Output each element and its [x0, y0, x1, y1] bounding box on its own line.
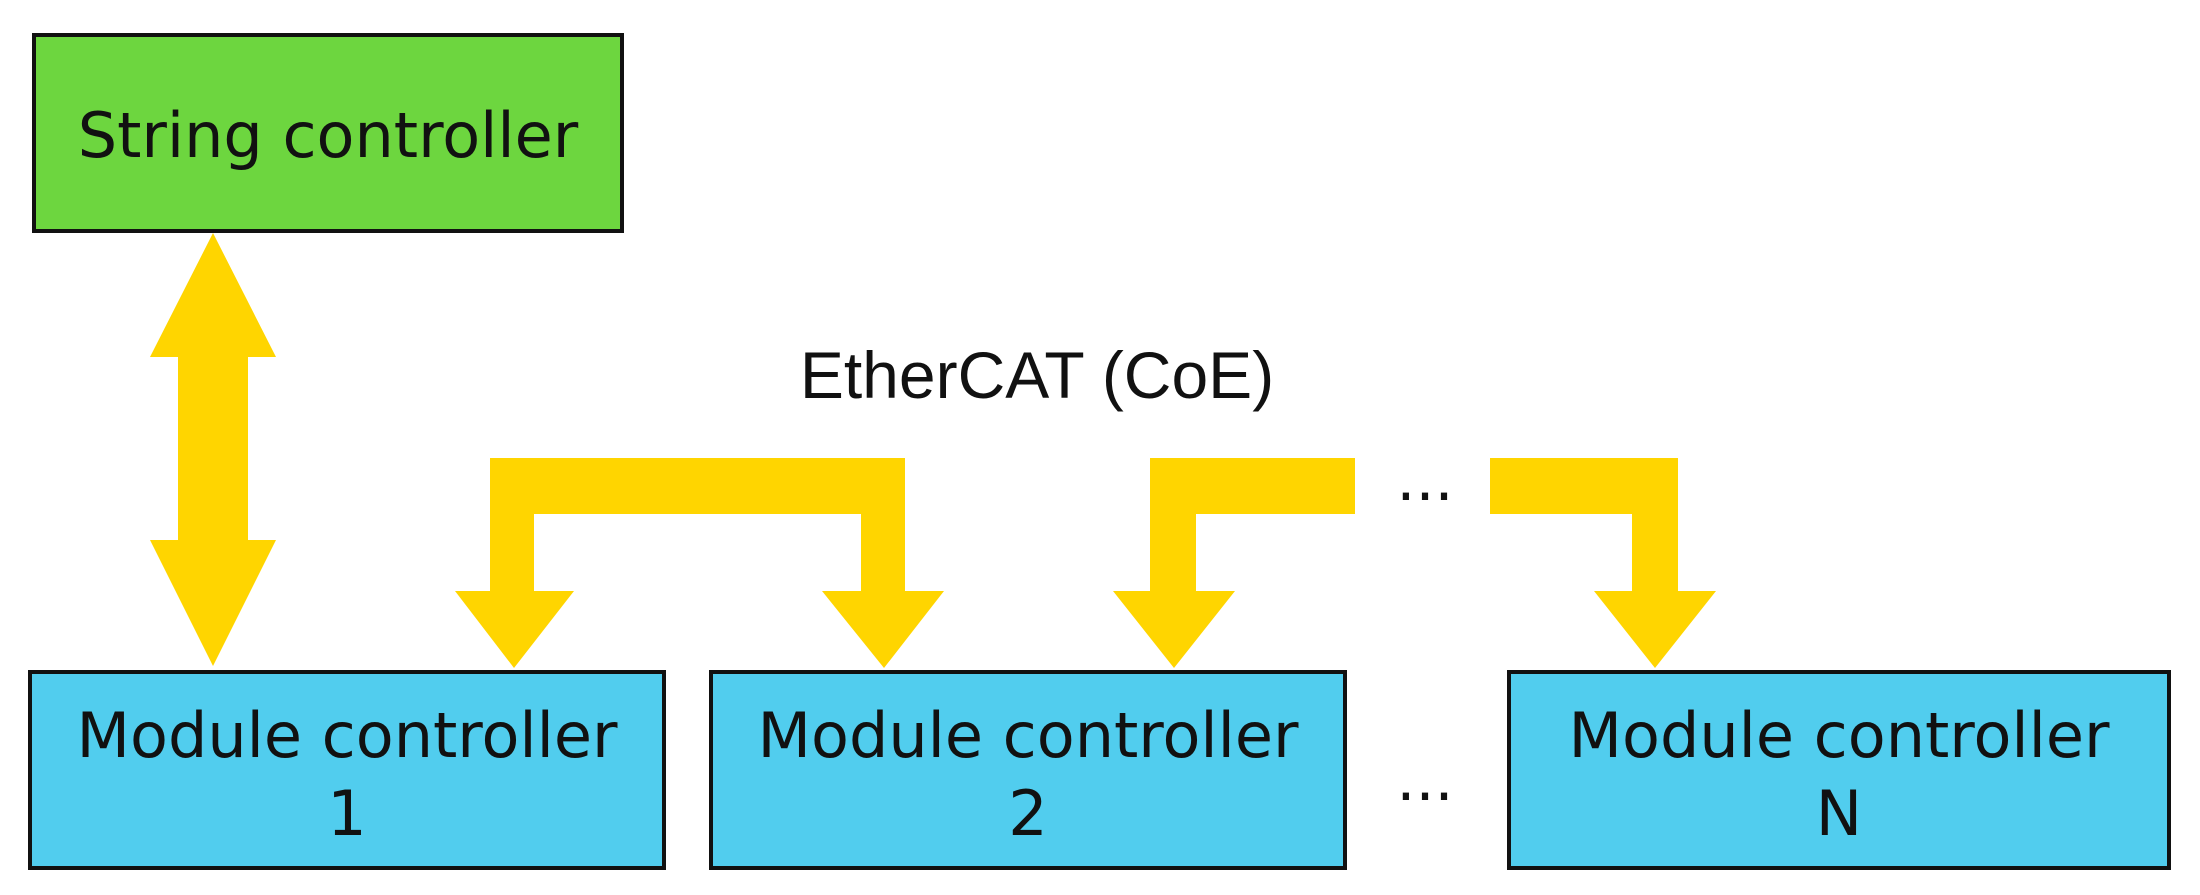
- module-controller-n-node: Module controller N: [1507, 670, 2171, 870]
- string-module-double-arrow: [150, 233, 276, 666]
- string-controller-label: String controller: [78, 99, 579, 172]
- bracket-3-down: [1632, 458, 1678, 598]
- module-controller-1-label: Module controller: [77, 699, 618, 772]
- bracket-2-down: [1150, 458, 1196, 598]
- module-controller-2-node: Module controller 2: [709, 670, 1347, 870]
- string-controller-box: [32, 33, 624, 233]
- bracket-1-left: [490, 458, 534, 598]
- module-controller-n-number: N: [1816, 777, 1862, 850]
- module-controller-1-number: 1: [327, 777, 366, 850]
- bracket-1-top: [490, 458, 905, 514]
- ellipsis-top: ...: [1396, 445, 1453, 515]
- bracket-1-right-head: [822, 591, 944, 668]
- module-controller-1-box: [28, 670, 666, 870]
- bracket-2-head: [1113, 591, 1235, 668]
- bracket-1-left-head: [455, 591, 574, 668]
- bracket-1-right: [861, 458, 905, 598]
- module-controller-n-label: Module controller: [1569, 699, 2110, 772]
- module-controller-1-node: Module controller 1: [28, 670, 666, 870]
- bus-protocol-label: EtherCAT (CoE): [800, 338, 1274, 412]
- module-controller-2-label: Module controller: [758, 699, 1299, 772]
- string-controller-node: String controller: [32, 33, 624, 233]
- bracket-3-head: [1594, 591, 1716, 668]
- module-controller-2-number: 2: [1008, 777, 1047, 850]
- module-controller-n-box: [1507, 670, 2171, 870]
- ellipsis-bottom: ...: [1396, 745, 1453, 815]
- module-controller-2-box: [709, 670, 1347, 870]
- arrows: [150, 233, 1716, 668]
